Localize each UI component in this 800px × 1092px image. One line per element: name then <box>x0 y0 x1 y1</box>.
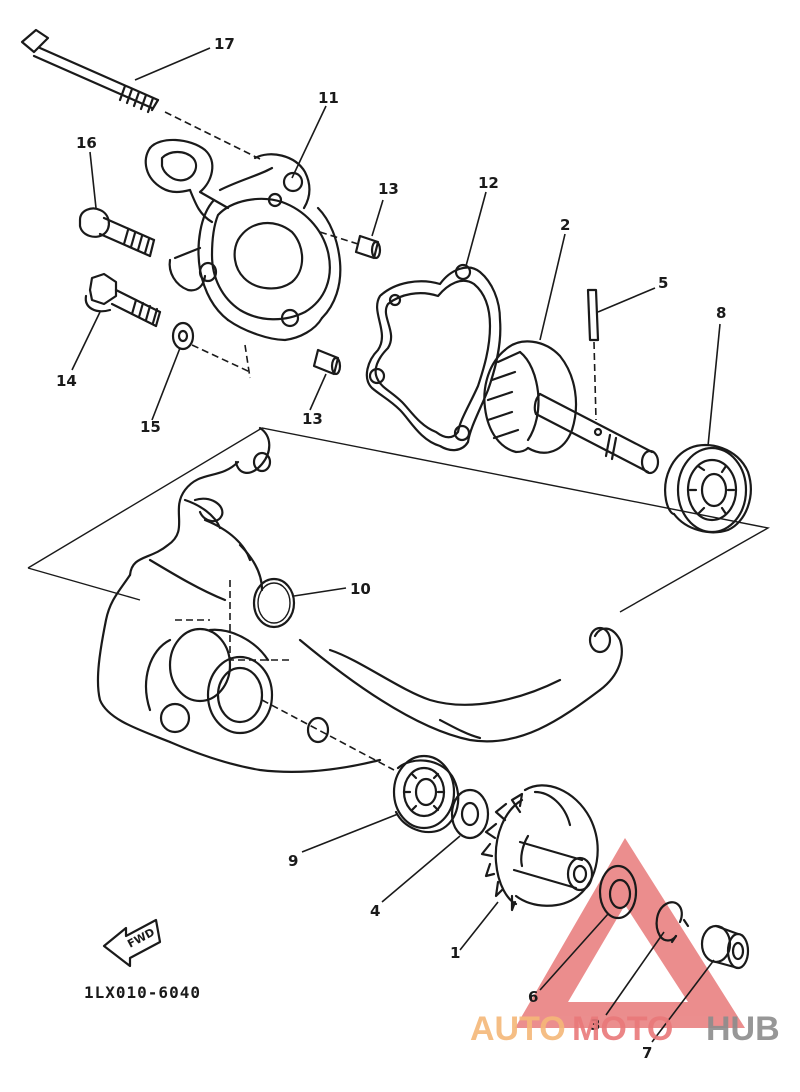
bolt-16 <box>78 207 156 258</box>
pin-5 <box>586 288 600 421</box>
dowel-pin-13b <box>312 348 342 376</box>
diagram-code: 1LX010-6040 <box>84 983 201 1002</box>
bearing-8 <box>664 443 752 534</box>
callout-10: 10 <box>350 580 371 598</box>
washer-6 <box>598 864 638 920</box>
callout-1: 1 <box>450 944 460 962</box>
callout-4: 4 <box>370 902 380 920</box>
leader-lines <box>71 47 721 1043</box>
watermark-moto: MOTO <box>572 1010 673 1048</box>
crankcase <box>27 426 770 774</box>
watermark-logo: AUTO MOTO HUB <box>470 1010 780 1048</box>
callout-15: 15 <box>140 418 161 436</box>
callout-14: 14 <box>56 372 77 390</box>
washer-15 <box>171 321 251 373</box>
callout-13b: 13 <box>302 410 323 428</box>
callout-7: 7 <box>642 1044 652 1062</box>
callout-17: 17 <box>214 35 235 53</box>
washer-4 <box>450 788 490 840</box>
dowel-pin-13a <box>319 231 382 260</box>
fwd-arrow-icon: FWD <box>102 918 162 968</box>
circlip-3 <box>655 901 690 944</box>
impeller-2 <box>483 340 660 475</box>
gasket-12 <box>365 263 502 452</box>
callout-16: 16 <box>76 134 97 152</box>
pump-cover-11 <box>144 138 342 379</box>
callout-3: 3 <box>590 1016 600 1034</box>
callout-8: 8 <box>716 304 726 322</box>
watermark-auto: AUTO <box>470 1010 566 1048</box>
callout-11: 11 <box>318 89 339 107</box>
callout-12: 12 <box>478 174 499 192</box>
callout-2: 2 <box>560 216 570 234</box>
long-bolt-17 <box>20 28 263 161</box>
callout-9: 9 <box>288 852 298 870</box>
watermark-hub: HUB <box>706 1010 780 1048</box>
gear-1 <box>480 784 599 912</box>
callout-5: 5 <box>658 274 668 292</box>
callouts: 17 11 16 13 12 2 5 8 14 15 13 10 9 4 1 6… <box>56 35 726 1062</box>
callout-13: 13 <box>378 180 399 198</box>
collar-7 <box>700 924 750 970</box>
o-ring-10 <box>252 577 296 629</box>
bearing-9 <box>261 699 460 834</box>
flange-bolt-14 <box>84 272 162 328</box>
callout-6: 6 <box>528 988 538 1006</box>
watermark-triangle <box>515 838 745 1028</box>
